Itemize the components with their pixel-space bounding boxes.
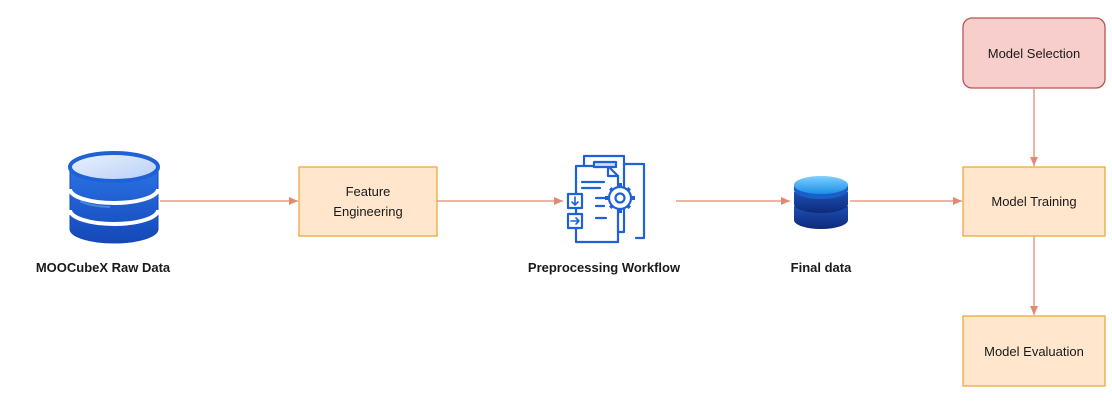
feature-engineering-box	[298, 166, 438, 237]
model-training-label: Model Training	[991, 194, 1076, 209]
feature-engineering-label-line1: Feature	[346, 184, 391, 199]
model-training-node: Model Training	[962, 166, 1106, 237]
final-data-label: Final data	[791, 260, 852, 275]
feature-engineering-label-line2: Engineering	[333, 204, 402, 219]
model-training-box	[962, 166, 1106, 237]
preprocessing-node: Preprocessing Workflow	[528, 154, 681, 275]
database-icon	[68, 151, 160, 244]
raw-data-label: MOOCubeX Raw Data	[36, 260, 171, 275]
final-data-node: Final data	[791, 176, 852, 275]
database-icon	[794, 176, 848, 229]
model-evaluation-node: Model Evaluation	[962, 315, 1106, 387]
raw-data-node: MOOCubeX Raw Data	[36, 151, 171, 275]
connectors	[160, 89, 1038, 315]
feature-engineering-node: Feature Engineering	[298, 166, 438, 237]
model-selection-box	[962, 17, 1106, 89]
model-selection-label: Model Selection	[988, 46, 1081, 61]
model-evaluation-label: Model Evaluation	[984, 344, 1084, 359]
model-evaluation-box	[962, 315, 1106, 387]
model-selection-node: Model Selection	[962, 17, 1106, 89]
preprocessing-label: Preprocessing Workflow	[528, 260, 681, 275]
document-gear-icon	[566, 154, 646, 244]
